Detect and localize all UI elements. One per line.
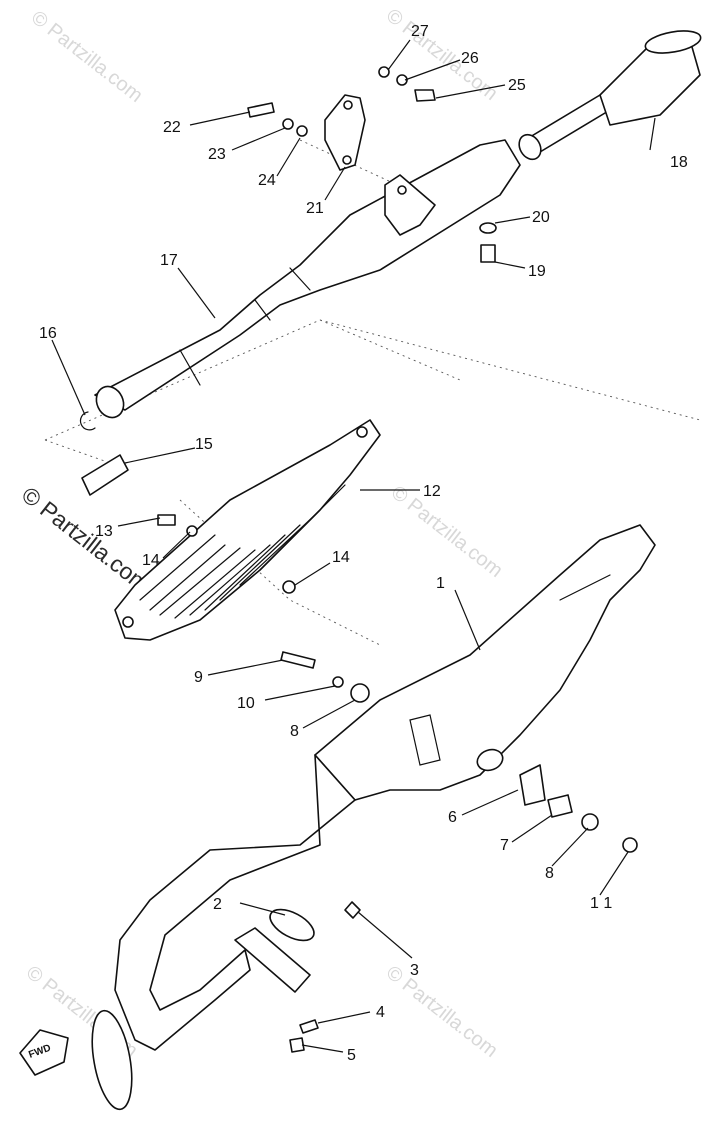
callout-14-right: 14 bbox=[332, 549, 350, 566]
callout-3: 3 bbox=[410, 962, 419, 979]
fwd-direction-badge: FWD bbox=[19, 1029, 69, 1076]
watermark-bottom-middle: © Partzilla.com bbox=[382, 962, 502, 1062]
callout-12: 12 bbox=[423, 483, 441, 500]
part-11-clip bbox=[622, 837, 638, 853]
header-flange bbox=[234, 927, 311, 993]
small-hardware-lower bbox=[280, 651, 638, 853]
watermark-mid-right: © Partzilla.com bbox=[387, 482, 507, 582]
small-hardware-upper bbox=[247, 66, 497, 263]
part-18-silencer-tail bbox=[518, 30, 702, 161]
part-12-heat-guard bbox=[114, 419, 381, 641]
callout-labels: 1 2 3 4 5 6 7 8 8 9 10 1 1 12 13 14 14 1… bbox=[39, 23, 688, 1064]
part-23-washer bbox=[282, 118, 294, 130]
part-24-washer bbox=[296, 125, 308, 137]
part-8-washer-a bbox=[350, 683, 370, 703]
callout-5: 5 bbox=[347, 1047, 356, 1064]
callout-4: 4 bbox=[376, 1004, 385, 1021]
part-1-expansion-chamber bbox=[314, 524, 656, 801]
part-26-washer bbox=[396, 74, 408, 86]
part-14-washer-a bbox=[186, 525, 198, 537]
part-10-washer bbox=[332, 676, 344, 688]
part-9-bolt bbox=[280, 651, 316, 669]
callout-15: 15 bbox=[195, 436, 213, 453]
part-13-bolt bbox=[157, 514, 176, 526]
part-8-washer-b bbox=[581, 813, 599, 831]
header-pipe bbox=[91, 754, 361, 1111]
callout-2: 2 bbox=[213, 896, 222, 913]
callout-6: 6 bbox=[448, 809, 457, 826]
callout-25: 25 bbox=[508, 77, 526, 94]
part-27-washer bbox=[378, 66, 390, 78]
callout-17: 17 bbox=[160, 252, 178, 269]
part-5-nut bbox=[289, 1037, 305, 1053]
part-7-collar bbox=[547, 794, 573, 818]
part-15-plate bbox=[81, 454, 129, 496]
part-17-muffler bbox=[94, 139, 521, 419]
callout-24: 24 bbox=[258, 172, 276, 189]
callout-18: 18 bbox=[670, 154, 688, 171]
callout-13: 13 bbox=[95, 523, 113, 540]
part-4-washer bbox=[299, 1019, 319, 1034]
part-21-bracket bbox=[324, 94, 366, 171]
callout-22: 22 bbox=[163, 119, 181, 136]
part-19-bolt bbox=[480, 244, 496, 263]
callout-20: 20 bbox=[532, 209, 550, 226]
callout-14-left: 14 bbox=[142, 552, 160, 569]
part-2-gasket bbox=[269, 908, 315, 942]
callout-19: 19 bbox=[528, 263, 546, 280]
callout-8-upper: 8 bbox=[290, 723, 299, 740]
leader-lines bbox=[51, 39, 656, 1053]
small-hardware-guard bbox=[157, 514, 296, 594]
callout-1: 1 bbox=[436, 575, 445, 592]
callout-8-lower: 8 bbox=[545, 865, 554, 882]
callout-16: 16 bbox=[39, 325, 57, 342]
part-14-washer-b bbox=[282, 580, 296, 594]
part-20-washer bbox=[479, 222, 497, 234]
callout-10: 10 bbox=[237, 695, 255, 712]
part-3-stud bbox=[344, 901, 361, 919]
watermark-prominent: © Partzilla.com bbox=[17, 481, 155, 597]
part-16-clip bbox=[79, 411, 96, 431]
callout-21: 21 bbox=[306, 200, 324, 217]
callout-9: 9 bbox=[194, 669, 203, 686]
part-25-bolt bbox=[414, 89, 436, 102]
callout-27: 27 bbox=[411, 23, 429, 40]
callout-11: 1 1 bbox=[590, 895, 612, 912]
part-22-bolt bbox=[247, 102, 275, 118]
part-6-grommet bbox=[519, 764, 546, 806]
callout-23: 23 bbox=[208, 146, 226, 163]
watermark-top-left: © Partzilla.com bbox=[27, 7, 147, 107]
callout-7: 7 bbox=[500, 837, 509, 854]
callout-26: 26 bbox=[461, 50, 479, 67]
